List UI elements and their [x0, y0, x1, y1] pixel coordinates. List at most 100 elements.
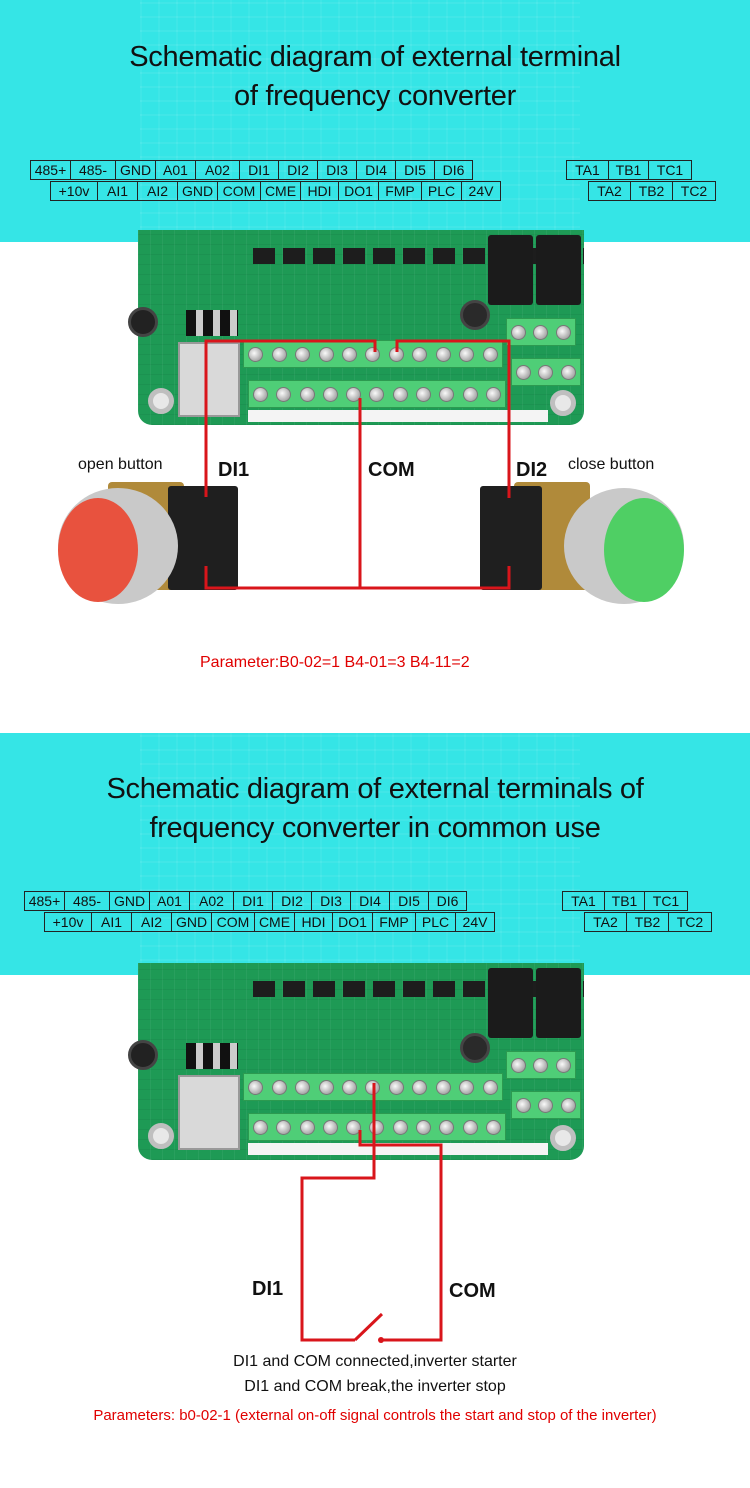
banner-board-background: [140, 733, 580, 975]
wire-label-com: COM: [368, 459, 415, 481]
terminal-label: DI1: [233, 891, 272, 911]
board-silkscreen: [248, 1143, 548, 1155]
terminal-label: DI2: [278, 160, 317, 180]
terminal-label: 485-: [64, 891, 109, 911]
parameters-text: Parameters: b0-02-1 (external on-off sig…: [93, 1407, 657, 1424]
terminal-label: DI3: [317, 160, 356, 180]
open-button-graphic: [58, 482, 684, 604]
terminal-label: A01: [155, 160, 195, 180]
relay: [536, 235, 581, 305]
relay-terminal-label: TB1: [604, 891, 644, 911]
terminal-label: GND: [177, 181, 217, 201]
wire-di1: [204, 339, 377, 497]
note-line-1: DI1 and COM connected,inverter starter: [233, 1353, 517, 1370]
terminal-label: AI2: [137, 181, 177, 201]
capacitor: [460, 300, 490, 330]
rj45-port: [178, 1075, 240, 1150]
relay-row-top: TA1 TB1 TC1: [566, 160, 692, 180]
mount-hole: [550, 1125, 576, 1151]
terminal-label: 485+: [30, 160, 70, 180]
section-external-terminal: Schematic diagram of external terminal o…: [0, 0, 750, 720]
close-button-label: close button: [568, 456, 655, 473]
terminal-row-top: 485+ 485- GND A01 A02 DI1 DI2 DI3 DI4 DI…: [30, 160, 473, 180]
section-title: Schematic diagram of external terminal o…: [0, 38, 750, 116]
terminal-label: DO1: [332, 912, 372, 932]
terminal-label: CME: [254, 912, 294, 932]
close-button-cap: [604, 498, 684, 602]
relay-terminal-strip: [506, 318, 576, 346]
rj45-port: [178, 342, 240, 417]
terminal-label: HDI: [300, 181, 338, 201]
wire-di2: [395, 339, 511, 498]
circuit-board: [138, 230, 584, 425]
mount-hole: [148, 1123, 174, 1149]
terminal-label: DO1: [338, 181, 378, 201]
relay-terminal-label: TC1: [648, 160, 692, 180]
switch-contact: [378, 1337, 384, 1343]
relay: [488, 968, 533, 1038]
terminal-label: FMP: [372, 912, 415, 932]
terminal-label: DI5: [395, 160, 434, 180]
open-button-label: open button: [78, 456, 163, 473]
terminal-label: A02: [189, 891, 233, 911]
relay-terminal-strip: [511, 1091, 581, 1119]
wire-label-di1: DI1: [252, 1278, 284, 1300]
terminal-label: HDI: [294, 912, 332, 932]
circuit-board: [138, 963, 584, 1160]
relay-row-bottom: TA2 TB2 TC2: [588, 181, 716, 201]
terminal-label: AI1: [97, 181, 137, 201]
terminal-label: DI3: [311, 891, 350, 911]
relay: [536, 968, 581, 1038]
relay-terminal-strip: [511, 358, 581, 386]
switch-block: [186, 310, 238, 336]
relay-terminal-label: TB2: [630, 181, 672, 201]
title-banner: [0, 733, 750, 975]
terminal-label: AI2: [131, 912, 171, 932]
terminal-label: A01: [149, 891, 189, 911]
terminal-label: DI1: [239, 160, 278, 180]
relay-terminal-label: TC2: [672, 181, 716, 201]
terminal-label: 24V: [455, 912, 495, 932]
switch-lever: [353, 1312, 384, 1342]
terminal-label: DI4: [356, 160, 395, 180]
wire-com: [204, 566, 511, 590]
title-line-1: Schematic diagram of external terminal: [129, 41, 621, 73]
terminal-strip-bottom: [248, 380, 506, 408]
terminal-label: DI4: [350, 891, 389, 911]
relay-terminal-label: TA2: [588, 181, 630, 201]
capacitor: [460, 1033, 490, 1063]
terminal-label: AI1: [91, 912, 131, 932]
capacitor: [128, 307, 158, 337]
wire-com: [358, 1130, 443, 1342]
terminal-label: GND: [115, 160, 155, 180]
wire-label-com: COM: [449, 1280, 496, 1302]
terminal-label: CME: [260, 181, 300, 201]
relay-terminal-label: TA1: [566, 160, 608, 180]
terminal-label: A02: [195, 160, 239, 180]
terminal-label: +10v: [44, 912, 91, 932]
note-line-2: DI1 and COM break,the inverter stop: [244, 1378, 506, 1395]
terminal-label: DI6: [428, 891, 467, 911]
terminal-label: +10v: [50, 181, 97, 201]
terminal-label: PLC: [415, 912, 455, 932]
relay-terminal-label: TB2: [626, 912, 668, 932]
mount-hole: [148, 388, 174, 414]
open-button-cap: [58, 498, 138, 602]
wire-di1: [300, 1083, 376, 1342]
terminal-row-bottom: +10v AI1 AI2 GND COM CME HDI DO1 FMP PLC…: [44, 912, 495, 932]
relay-terminal-label: TC1: [644, 891, 688, 911]
wire-label-di2: DI2: [516, 459, 548, 481]
title-banner: [0, 0, 750, 242]
terminal-label: GND: [171, 912, 211, 932]
relay-row-bottom: TA2 TB2 TC2: [584, 912, 712, 932]
relay-terminal-label: TB1: [608, 160, 648, 180]
wiring-section-2: [300, 1083, 443, 1343]
terminal-label: DI5: [389, 891, 428, 911]
terminal-label: 485+: [24, 891, 64, 911]
terminal-row-bottom: +10v AI1 AI2 GND COM CME HDI DO1 FMP PLC…: [50, 181, 501, 201]
terminal-label: COM: [211, 912, 254, 932]
terminal-strip-bottom: [248, 1113, 506, 1141]
relay-terminal-label: TC2: [668, 912, 712, 932]
mount-hole: [550, 390, 576, 416]
section-title: Schematic diagram of external terminals …: [0, 770, 750, 848]
